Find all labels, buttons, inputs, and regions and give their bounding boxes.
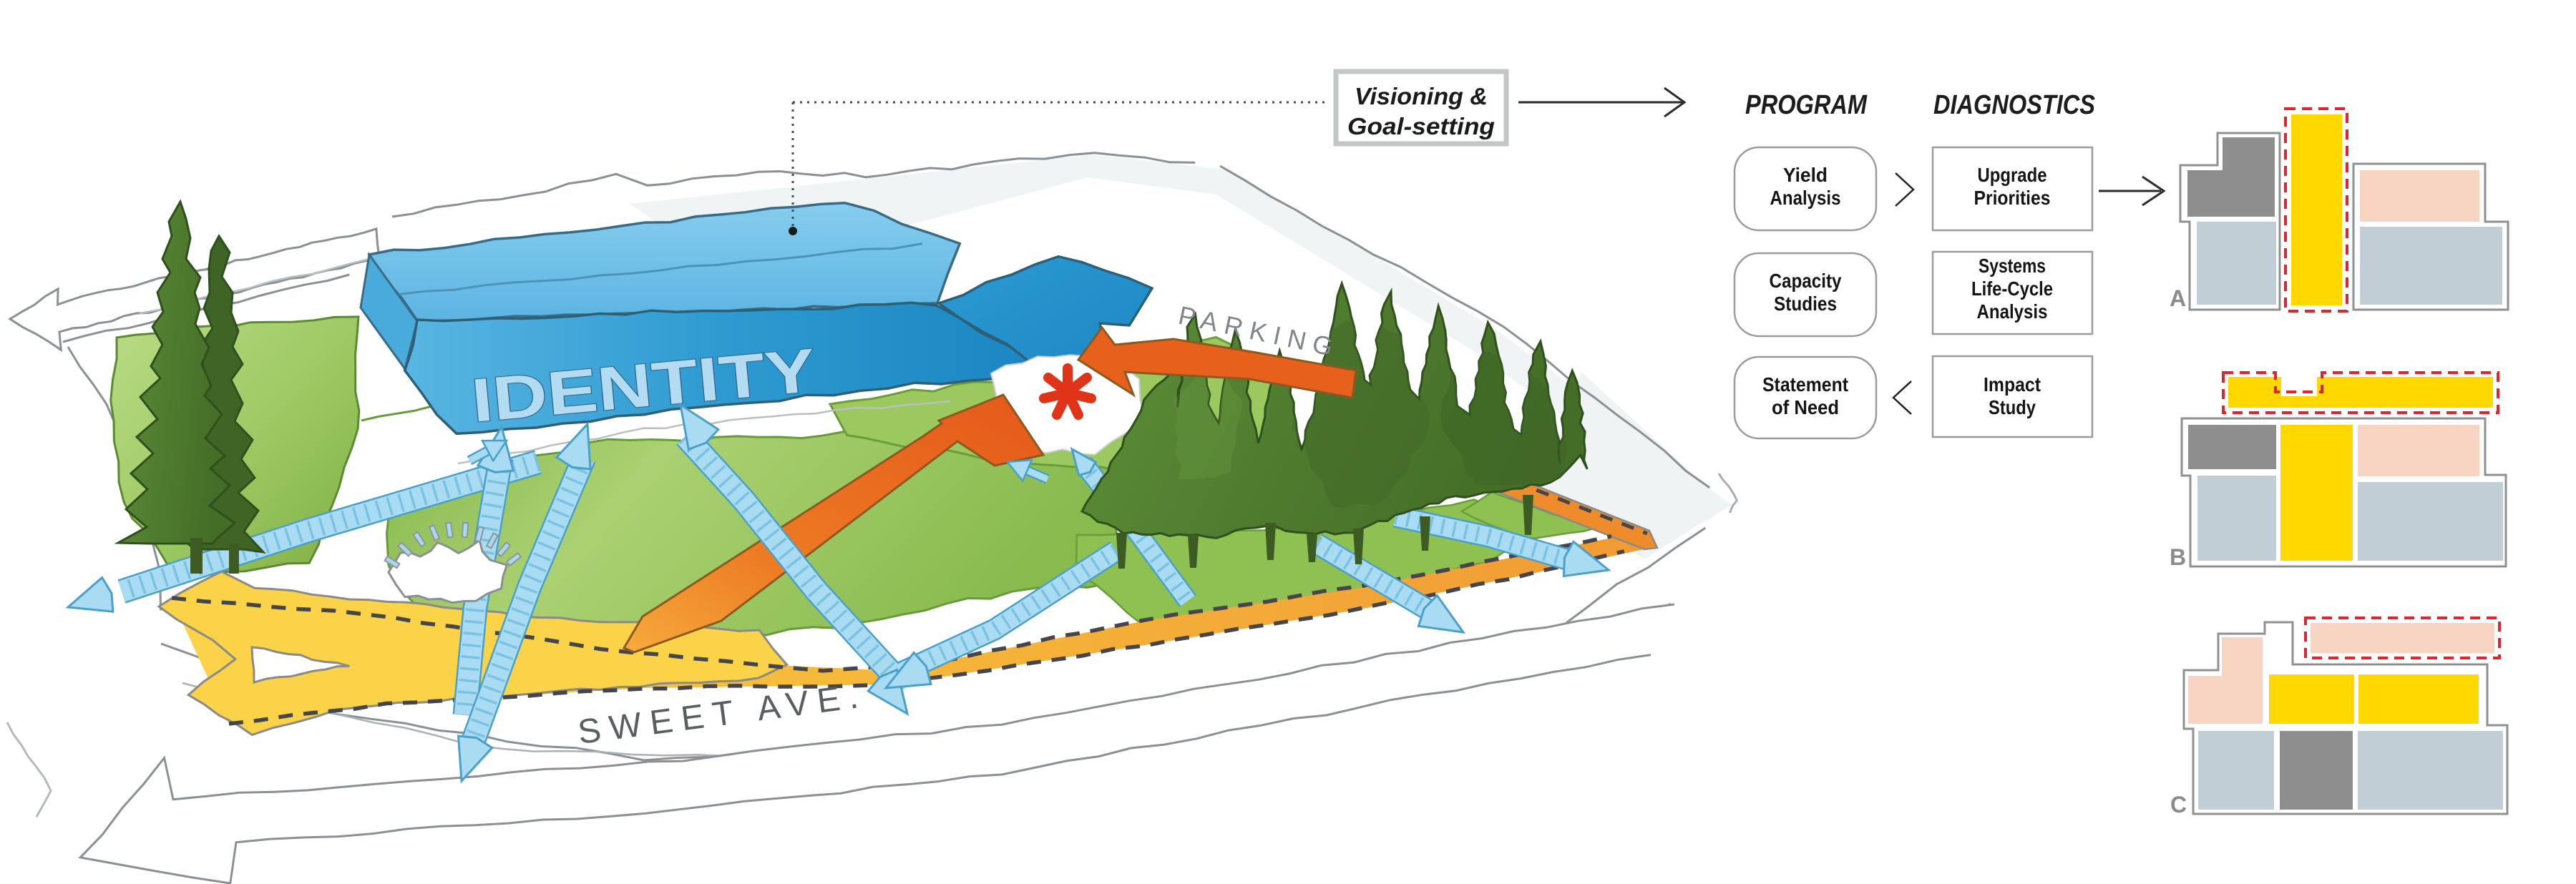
- svg-text:Analysis: Analysis: [1977, 300, 2048, 323]
- svg-text:Priorities: Priorities: [1974, 187, 2051, 209]
- svg-text:A: A: [2170, 285, 2186, 311]
- svg-text:of Need: of Need: [1772, 396, 1839, 418]
- svg-text:Goal-setting: Goal-setting: [1347, 113, 1495, 139]
- svg-text:B: B: [2170, 544, 2186, 570]
- svg-text:Capacity: Capacity: [1770, 270, 1842, 292]
- svg-text:Yield: Yield: [1783, 164, 1828, 186]
- svg-text:C: C: [2170, 792, 2187, 817]
- svg-text:Life-Cycle: Life-Cycle: [1971, 278, 2053, 300]
- svg-text:Statement: Statement: [1762, 373, 1848, 396]
- svg-text:Visioning &: Visioning &: [1355, 83, 1488, 109]
- svg-text:DIAGNOSTICS: DIAGNOSTICS: [1933, 90, 2095, 120]
- svg-text:PROGRAM: PROGRAM: [1745, 90, 1868, 120]
- svg-text:Impact: Impact: [1984, 373, 2041, 396]
- svg-text:Studies: Studies: [1774, 293, 1837, 315]
- svg-text:Systems: Systems: [1979, 255, 2046, 277]
- svg-text:Upgrade: Upgrade: [1978, 164, 2047, 186]
- svg-text:Study: Study: [1989, 396, 2036, 418]
- svg-text:Analysis: Analysis: [1770, 187, 1841, 209]
